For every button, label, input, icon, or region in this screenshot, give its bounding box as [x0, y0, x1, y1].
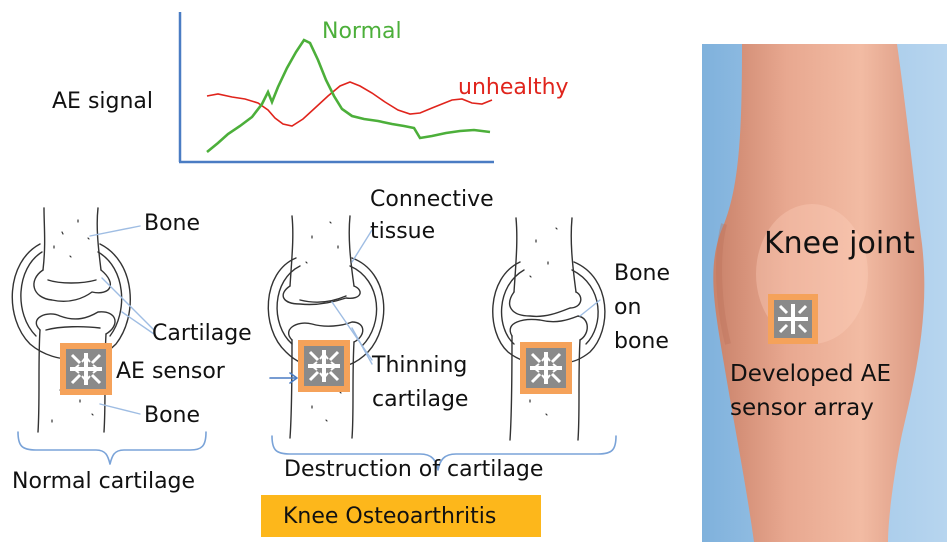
thinning-joint-drawing	[268, 216, 383, 438]
normal-bone-top-label: Bone	[144, 212, 200, 235]
knee-photo: Knee joint Developed AE sensor array	[702, 44, 947, 542]
connective-tissue-label-line1: Connective	[370, 188, 494, 211]
knee-joint-title: Knee joint	[764, 228, 915, 260]
bone-on-bone-label-line3: bone	[614, 330, 669, 353]
normal-cartilage-caption: Normal cartilage	[12, 470, 195, 493]
bone-on-bone-label-line1: Bone	[614, 262, 670, 285]
bone-on-bone-joint-drawing	[493, 218, 605, 440]
developed-sensor-label-line1: Developed AE	[730, 362, 891, 386]
destruction-caption: Destruction of cartilage	[284, 458, 543, 481]
sensor-cross-icon	[60, 343, 112, 395]
ae-sensor-thinning	[298, 340, 350, 392]
ae-sensor-bone-on-bone	[520, 342, 572, 394]
thinning-cartilage-label-line1: Thinning	[372, 354, 467, 377]
sensor-cross-icon	[298, 340, 350, 392]
thinning-cartilage-label-line2: cartilage	[372, 388, 468, 411]
knee-osteoarthritis-label: Knee Osteoarthritis	[283, 505, 496, 528]
normal-cartilage-label: Cartilage	[152, 322, 252, 345]
developed-sensor-label-line2: sensor array	[730, 396, 874, 420]
sensor-cross-icon	[520, 342, 572, 394]
normal-ae-sensor-label: AE sensor	[116, 360, 225, 383]
leg-illustration	[702, 44, 947, 542]
normal-joint-drawing	[12, 208, 130, 432]
connective-tissue-label-line2: tissue	[370, 220, 435, 243]
knee-osteoarthritis-highlight: Knee Osteoarthritis	[261, 495, 541, 537]
ae-sensor-normal	[60, 343, 112, 395]
bone-on-bone-label-line2: on	[614, 296, 641, 319]
sensor-cross-icon	[768, 294, 818, 344]
normal-bone-bottom-label: Bone	[144, 404, 200, 427]
ae-sensor-array	[768, 294, 818, 344]
ae-sensor-arrow	[270, 373, 297, 383]
